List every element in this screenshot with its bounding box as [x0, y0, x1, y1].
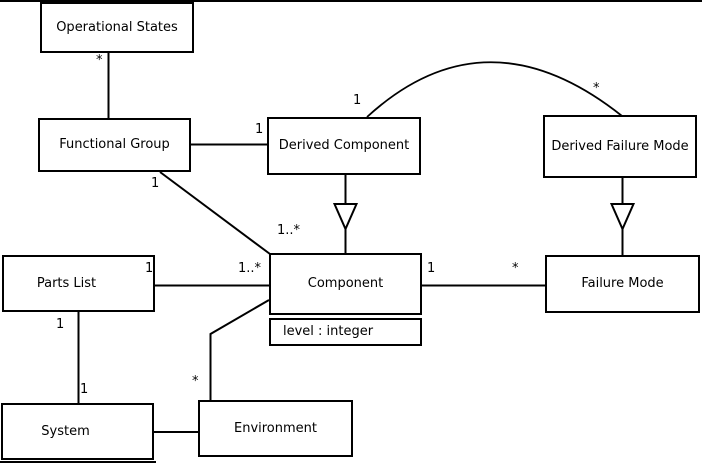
class-label: System [41, 423, 90, 439]
assoc-environment-component [209, 299, 270, 400]
multiplicity-parts-list-to-system: 1 [56, 317, 65, 332]
multiplicity-operational-states: * [96, 53, 103, 68]
multiplicity-component-from-functional-group: 1..* [277, 223, 301, 238]
class-label: Derived Failure Mode [551, 138, 689, 154]
multiplicity-environment: * [192, 374, 199, 389]
class-parts-list: Parts List [2, 255, 155, 312]
multiplicity-derived-component-arc: 1 [353, 93, 362, 108]
multiplicity-system: 1 [80, 382, 89, 397]
multiplicity-derived-failure-mode-arc: * [593, 81, 600, 96]
multiplicity-parts-list: 1 [145, 261, 154, 276]
class-label: Failure Mode [581, 276, 664, 291]
multiplicity-component-to-failure-mode: 1 [427, 261, 436, 276]
class-component-attribute-compartment: level : integer [269, 318, 422, 346]
multiplicity-functional-group: 1 [151, 176, 160, 191]
class-derived-failure-mode: Derived Failure Mode [543, 115, 697, 178]
generalization-triangle-icon [609, 203, 636, 232]
class-derived-component: Derived Component [267, 117, 421, 175]
class-functional-group: Functional Group [38, 118, 191, 172]
class-system: System [1, 403, 154, 460]
generalization-derived-failure-mode-to-failure-mode [609, 178, 636, 256]
multiplicity-component-from-parts-list: 1..* [238, 261, 262, 276]
multiplicity-derived-component: 1 [255, 122, 264, 137]
class-label: Functional Group [59, 137, 170, 152]
class-label: Environment [233, 420, 317, 436]
class-label: Parts List [36, 275, 97, 291]
class-operational-states: Operational States [40, 2, 194, 53]
class-label: Derived Component [278, 138, 410, 153]
assoc-functional-group-component [159, 171, 271, 255]
class-failure-mode: Failure Mode [545, 255, 700, 313]
generalization-derived-component-to-component [332, 175, 359, 254]
multiplicity-failure-mode: * [512, 261, 519, 276]
class-component: Component [269, 253, 422, 315]
class-environment: Environment [198, 400, 353, 457]
assoc-derived-component-derived-failure-mode-arc [366, 61, 623, 118]
generalization-triangle-icon [332, 203, 359, 232]
class-label: Component [307, 276, 384, 291]
class-label: Operational States [56, 19, 178, 35]
attribute-label: level : integer [283, 324, 374, 339]
